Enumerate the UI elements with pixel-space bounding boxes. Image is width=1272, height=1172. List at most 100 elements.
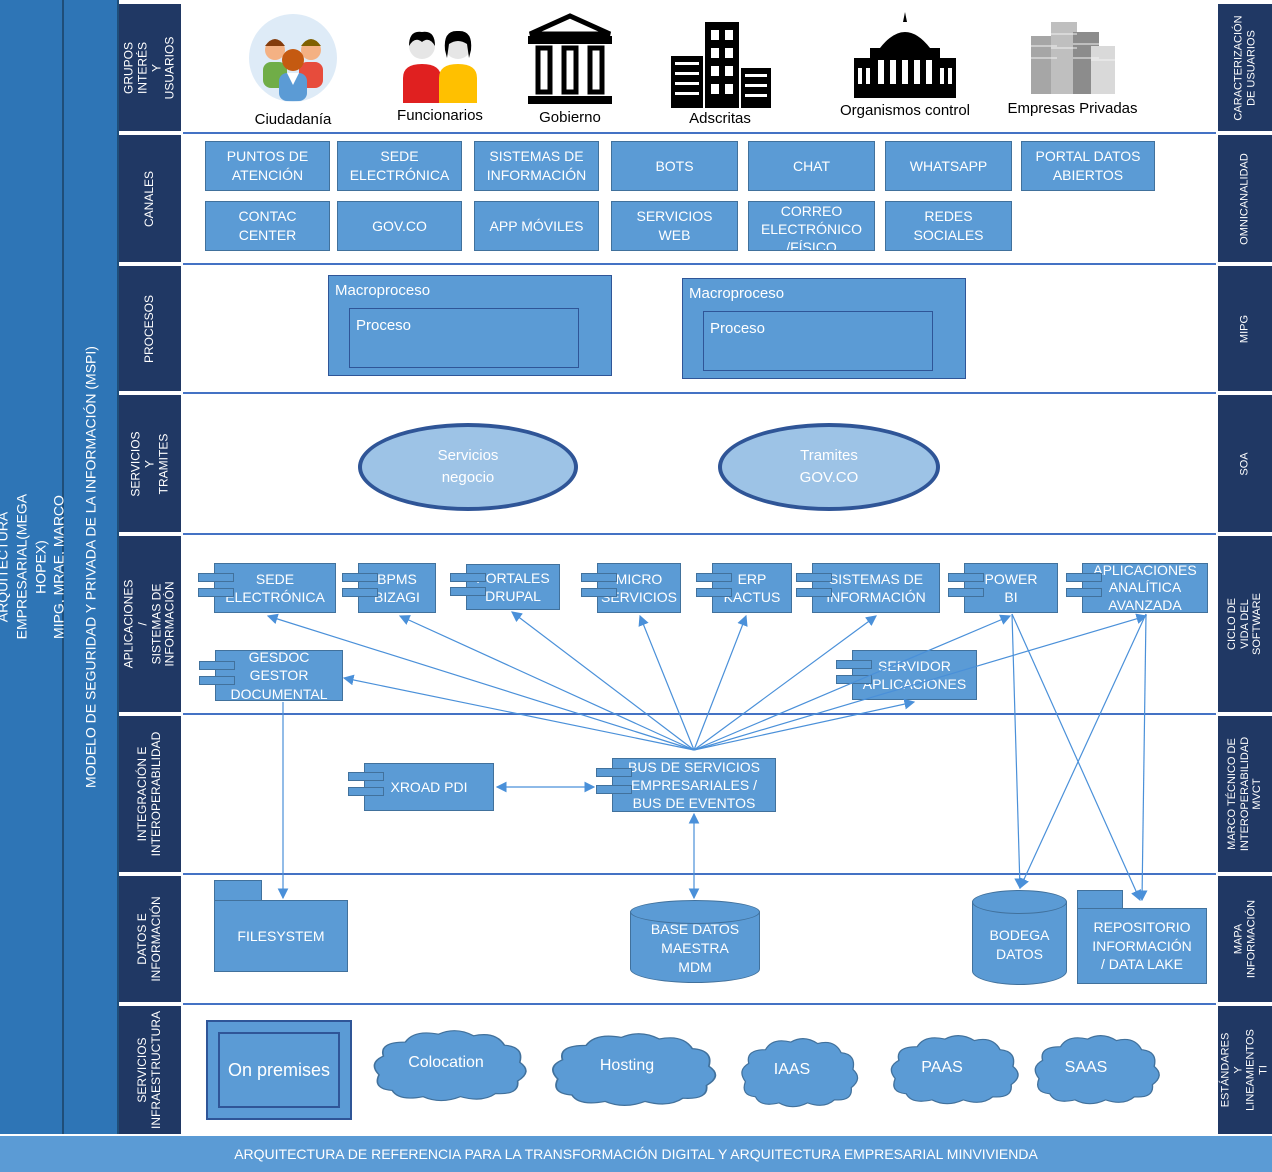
channel-portal: PORTAL DATOS ABIERTOS bbox=[1021, 141, 1155, 191]
channel-govco: GOV.CO bbox=[337, 201, 462, 251]
channel-sede: SEDE ELECTRÓNICA bbox=[337, 141, 462, 191]
app-sede: SEDE ELECTRÓNICA bbox=[198, 563, 336, 613]
process-label: Proceso bbox=[356, 317, 412, 334]
group-label: Ciudadanía bbox=[254, 111, 332, 128]
app-erp: ERP KACTUS bbox=[696, 563, 792, 613]
row-label-integracion: INTEGRACIÓN E INTEROPERABILIDAD bbox=[119, 716, 181, 872]
macroprocess-2: Macroproceso Proceso bbox=[682, 278, 966, 379]
group-empresas: Empresas Privadas bbox=[995, 14, 1150, 117]
channel-web: SERVICIOS WEB bbox=[611, 201, 738, 251]
group-label: Empresas Privadas bbox=[1007, 100, 1138, 117]
group-gobierno: Gobierno bbox=[505, 12, 635, 126]
group-label: Funcionarios bbox=[397, 107, 483, 124]
group-label: Organismos control bbox=[839, 102, 971, 119]
group-label: Adscritas bbox=[689, 110, 751, 127]
group-organismos: Organismos control bbox=[825, 10, 985, 119]
channel-contac: CONTAC CENTER bbox=[205, 201, 330, 251]
group-label: Gobierno bbox=[539, 109, 601, 126]
row-separator bbox=[183, 263, 1216, 265]
row-label-canales: CANALES bbox=[119, 135, 181, 262]
data-mdm-cylinder: BASE DATOS MAESTRA MDM bbox=[630, 900, 760, 984]
footer-title: ARQUITECTURA DE REFERENCIA PARA LA TRANS… bbox=[234, 1146, 1038, 1162]
channel-puntos: PUNTOS DE ATENCIÓN bbox=[205, 141, 330, 191]
right-label-infra: ESTÁNDARES Y LINEAMIENTOS TI bbox=[1218, 1006, 1272, 1134]
integration-xroad: XROAD PDI bbox=[348, 763, 494, 811]
channel-bots: BOTS bbox=[611, 141, 738, 191]
row-label-infra: SERVICIOS INFRAESTRUCTURA bbox=[119, 1006, 181, 1134]
infra-label: On premises bbox=[227, 1059, 331, 1080]
process-label: Proceso bbox=[710, 320, 766, 337]
data-label: BODEGA DATOS bbox=[989, 927, 1050, 962]
data-label: REPOSITORIO INFORMACIÓN / DATA LAKE bbox=[1077, 908, 1207, 984]
row-label-servicios: SERVICIOS Y TRAMITES bbox=[119, 395, 181, 532]
data-bodega-cylinder: BODEGA DATOS bbox=[972, 890, 1067, 986]
app-label: APLICACIONES ANALÍTICA AVANZADA bbox=[1093, 561, 1197, 613]
app-label: POWER BI bbox=[984, 570, 1038, 605]
channel-sistemas: SISTEMAS DE INFORMACIÓN bbox=[474, 141, 599, 191]
row-label-datos: DATOS E INFORMACIÓN bbox=[119, 876, 181, 1002]
right-label-integracion: MARCO TÉCNICO DE INTEROPERABILIDAD MVCT bbox=[1218, 716, 1272, 872]
app-power: POWER BI bbox=[948, 563, 1058, 613]
data-label: BASE DATOS MAESTRA MDM bbox=[650, 921, 740, 975]
channel-correo: CORREO ELECTRÓNICO /FÍSICO bbox=[748, 201, 875, 251]
infra-label: IAAS bbox=[773, 1061, 811, 1078]
right-label-datos: MAPA INFORMACIÓN bbox=[1218, 876, 1272, 1002]
app-label: ERP KACTUS bbox=[723, 570, 781, 605]
app-analitica: APLICACIONES ANALÍTICA AVANZADA bbox=[1066, 561, 1208, 613]
integration-label: BUS DE SERVICIOS EMPRESARIALES / BUS DE … bbox=[627, 758, 760, 812]
channel-whatsapp: WHATSAPP bbox=[885, 141, 1012, 191]
infra-label: Hosting bbox=[599, 1057, 655, 1074]
office-buildings-icon bbox=[671, 22, 771, 108]
right-label-grupos: CARACTERIZACIÓN DE USUARIOS bbox=[1218, 4, 1272, 131]
app-label: PORTALES DRUPAL bbox=[476, 569, 550, 604]
app-label: MICRO SERVICIOS bbox=[601, 570, 677, 605]
row-separator bbox=[183, 533, 1216, 535]
row-label-aplicaciones: APLICACIONES / SISTEMAS DE INFORMACIÓN bbox=[119, 536, 181, 712]
row-label-procesos: PROCESOS bbox=[119, 266, 181, 391]
app-label: BPMS BIZAGI bbox=[374, 570, 420, 605]
palace-icon bbox=[854, 12, 956, 98]
row-separator bbox=[183, 392, 1216, 394]
row-separator bbox=[183, 873, 1216, 875]
channel-app: APP MÓVILES bbox=[474, 201, 599, 251]
right-label-servicios: SOA bbox=[1218, 395, 1272, 532]
right-label-procesos: MIPG bbox=[1218, 266, 1272, 391]
citizens-icon bbox=[249, 14, 337, 102]
row-separator bbox=[183, 1003, 1216, 1005]
security-bar: MODELO DE SEGURIDAD Y PRIVADA DE LA INFO… bbox=[64, 0, 119, 1134]
officials-icon bbox=[403, 30, 477, 103]
infra-label: PAAS bbox=[921, 1059, 963, 1076]
process-box: Proceso bbox=[703, 311, 933, 371]
integration-bus: BUS DE SERVICIOS EMPRESARIALES / BUS DE … bbox=[596, 758, 776, 812]
process-box: Proceso bbox=[349, 308, 579, 368]
right-label-aplicaciones: CICLO DE VIDA DEL SOFTWARE bbox=[1218, 536, 1272, 712]
macroprocess-label: Macroproceso bbox=[689, 285, 785, 302]
footer-bar: ARQUITECTURA DE REFERENCIA PARA LA TRANS… bbox=[0, 1136, 1272, 1172]
right-label-canales: OMNICANALIDAD bbox=[1218, 135, 1272, 262]
channel-redes: REDES SOCIALES bbox=[885, 201, 1012, 251]
app-label: SEDE ELECTRÓNICA bbox=[225, 570, 325, 605]
macroprocess-1: Macroproceso Proceso bbox=[328, 275, 612, 376]
channel-chat: CHAT bbox=[748, 141, 875, 191]
macroprocess-label: Macroproceso bbox=[335, 282, 431, 299]
row-separator bbox=[183, 132, 1216, 134]
data-label: FILESYSTEM bbox=[214, 900, 348, 972]
government-building-icon bbox=[528, 13, 612, 104]
group-funcionarios: Funcionarios bbox=[375, 28, 505, 124]
corporate-towers-icon bbox=[1030, 22, 1115, 94]
app-sistemas: SISTEMAS DE INFORMACIÓN bbox=[796, 563, 940, 613]
infra-onprem: On premises bbox=[206, 1020, 352, 1120]
infra-label: Colocation bbox=[408, 1054, 484, 1071]
group-adscritas: Adscritas bbox=[655, 20, 785, 127]
governance-bar: GESTIÓN Y GOBIERNO ARQUITECTURA EMPRESAR… bbox=[0, 0, 105, 1134]
service-negocio-oval: Servicios negocio bbox=[358, 423, 578, 511]
infra-label: SAAS bbox=[1064, 1059, 1108, 1076]
app-portales: PORTALES DRUPAL bbox=[450, 564, 560, 610]
service-tramites-oval: Tramites GOV.CO bbox=[718, 423, 940, 511]
app-bpms: BPMS BIZAGI bbox=[342, 563, 436, 613]
data-filesystem: FILESYSTEM bbox=[214, 880, 348, 972]
app-label: SISTEMAS DE INFORMACIÓN bbox=[826, 570, 926, 605]
group-ciudadania: Ciudadanía bbox=[228, 10, 358, 128]
row-label-grupos: GRUPOS INTERÉS Y USUARIOS bbox=[119, 4, 181, 131]
